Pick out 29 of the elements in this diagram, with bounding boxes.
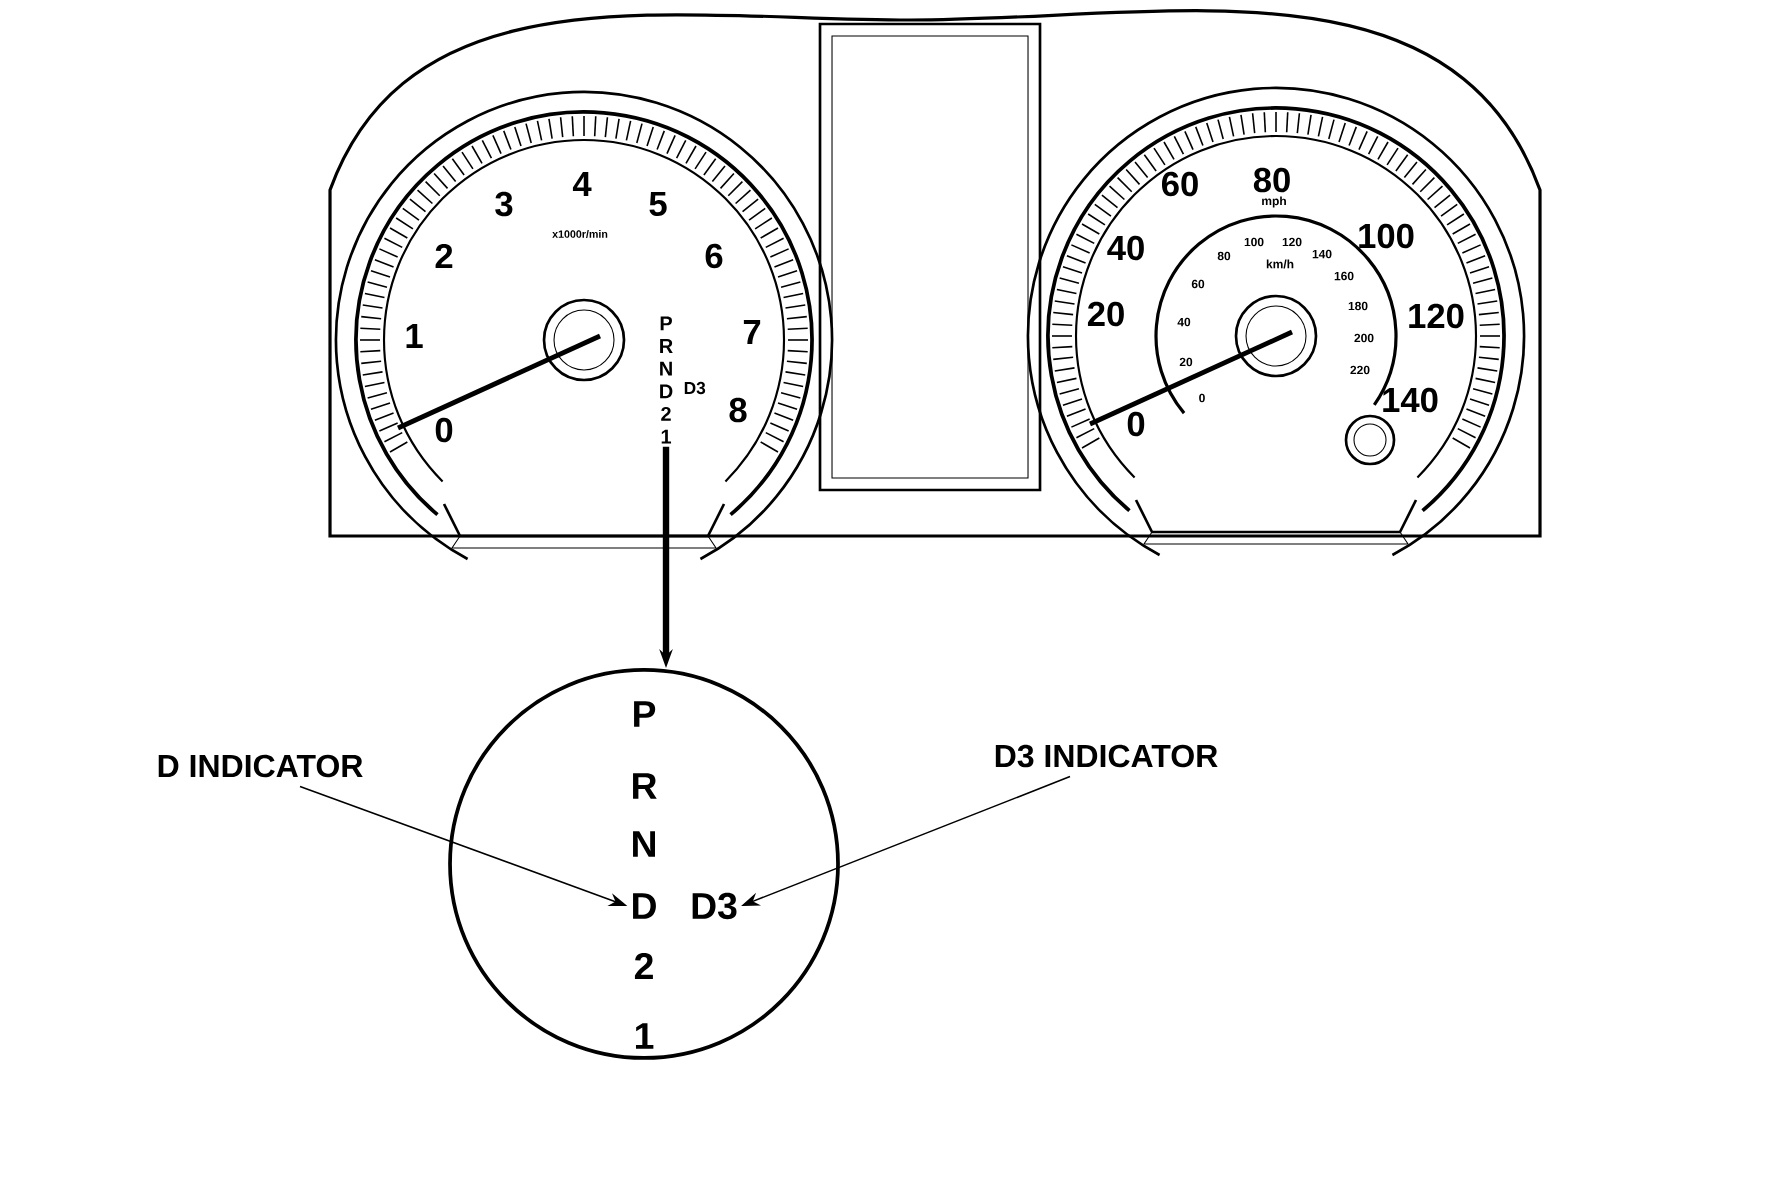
gauge-number: 80 <box>1253 167 1290 193</box>
magnified-circle <box>448 668 840 1060</box>
gauge-number: 0 <box>435 417 453 443</box>
gauge-number: 3 <box>495 191 513 217</box>
gauge-number: 0 <box>1127 411 1145 437</box>
gear-indicator: P R N D 2 1 <box>660 316 673 444</box>
indicator-label: D3 INDICATOR <box>995 744 1218 768</box>
gauge-number: 4 <box>572 172 592 196</box>
gauge-number: 6 <box>705 243 723 269</box>
gauge-number: 1 <box>406 324 423 348</box>
gear-letter: N <box>633 831 655 857</box>
gauge-number: 2 <box>435 243 453 269</box>
gauge-number: 8 <box>729 397 747 423</box>
gauge-number: 120 <box>1409 303 1464 329</box>
indicator-label: D INDICATOR <box>158 754 363 778</box>
gauge-number: 40 <box>1107 235 1144 261</box>
gear-letter: R <box>633 773 657 799</box>
gauge-number: 60 <box>1162 171 1198 197</box>
gauge-number: 5 <box>649 191 667 217</box>
gear-letter: 1 <box>635 1023 654 1049</box>
gear-letter: 2 <box>634 952 653 979</box>
gauge-number: 7 <box>743 320 761 344</box>
gear-letter: D3 <box>692 892 737 920</box>
indicator-label: D3 <box>684 381 706 395</box>
gauge-number: 20 <box>1087 301 1124 327</box>
gauge-number: 140 <box>1383 387 1438 413</box>
gear-letter: P <box>634 701 656 727</box>
gauge-number: 100 <box>1359 223 1414 249</box>
gear-letter: D <box>633 893 656 919</box>
